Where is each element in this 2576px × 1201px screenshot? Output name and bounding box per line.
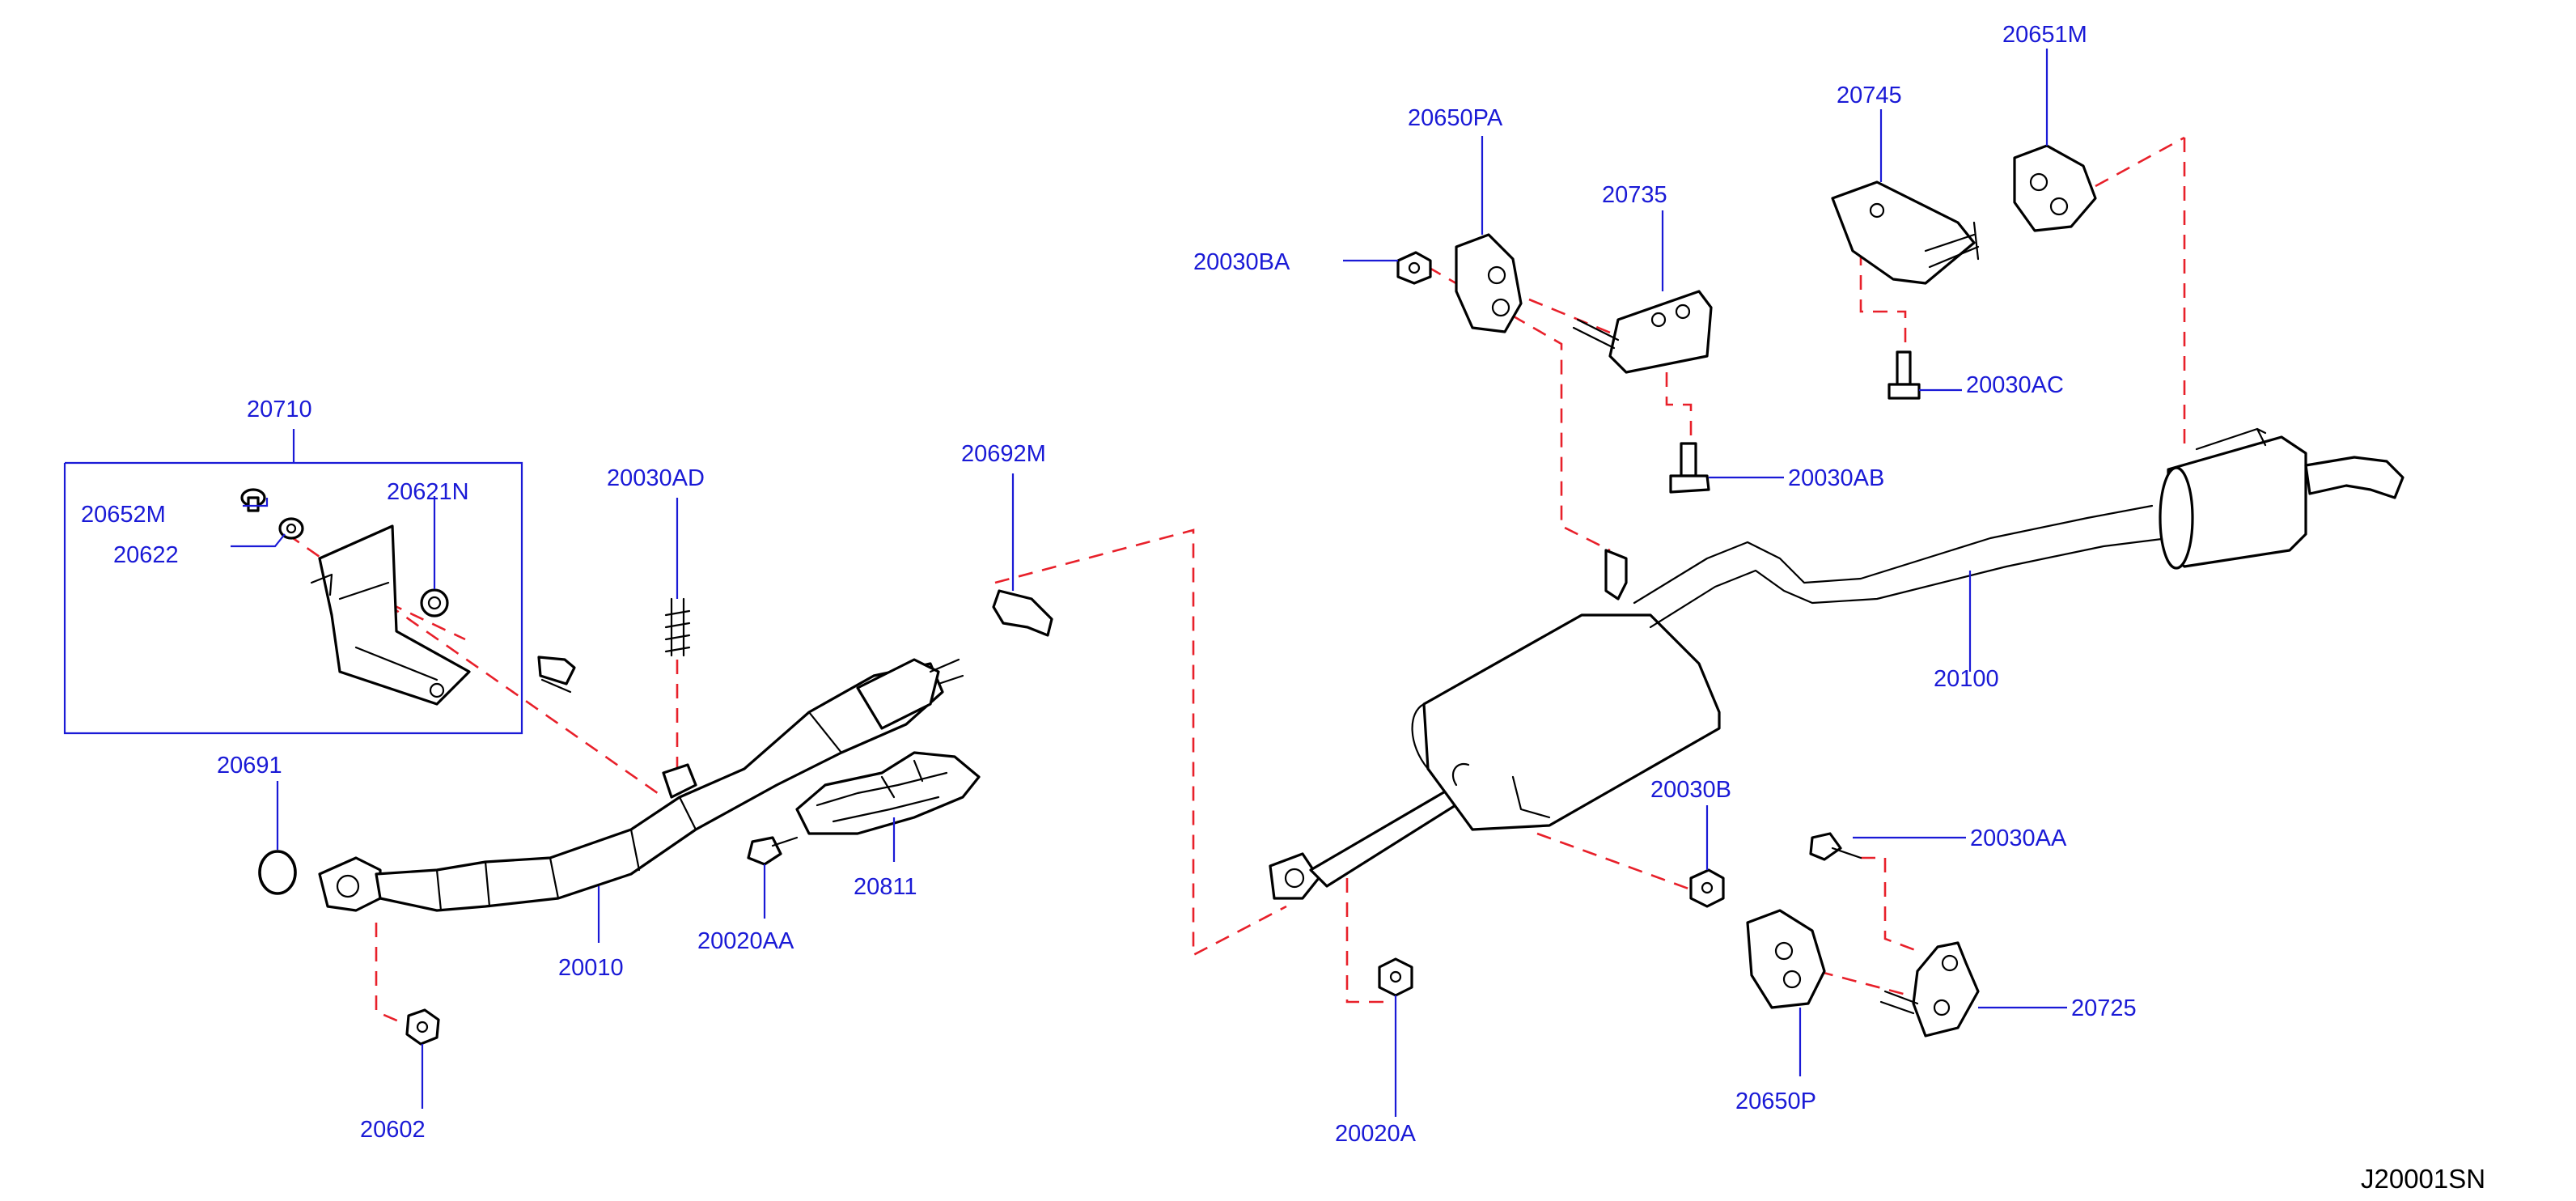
label-20030AD: 20030AD [607, 465, 705, 491]
bracket-20710 [310, 524, 471, 706]
label-20010: 20010 [558, 955, 624, 981]
stud-20030AD [664, 597, 691, 657]
label-20811: 20811 [854, 874, 917, 900]
bolt-20020AA [747, 836, 799, 866]
bolt-20030AA [1809, 832, 1862, 861]
label-20725: 20725 [2071, 995, 2137, 1021]
label-20100: 20100 [1934, 666, 1999, 692]
mount-20651M [2013, 144, 2097, 232]
bracket-20745 [1831, 180, 1980, 285]
mount-20650P [1746, 909, 1826, 1009]
label-20030AB: 20030AB [1788, 465, 1884, 491]
label-20650P: 20650P [1735, 1089, 1816, 1114]
label-20622: 20622 [113, 542, 179, 568]
label-20650PA: 20650PA [1408, 105, 1503, 131]
label-20745: 20745 [1837, 83, 1902, 108]
bolt-frame [537, 656, 576, 694]
label-20692M: 20692M [961, 441, 1046, 467]
bolt-20030AB [1669, 442, 1710, 494]
bracket-20725 [1879, 941, 1980, 1038]
bolt-20652M [240, 488, 266, 512]
nut-20020A [1378, 957, 1413, 997]
label-20030AA-right: 20030AA [1970, 825, 2067, 851]
diagram-reference-code: J20001SN [2361, 1164, 2485, 1194]
label-20691: 20691 [217, 753, 282, 779]
label-20651M: 20651M [2002, 22, 2087, 48]
label-20030BA: 20030BA [1193, 249, 1290, 275]
heat-shield-20811 [795, 751, 981, 835]
callout-labels: 20710 20652M 20622 20621N 20030AD 20692M… [81, 22, 2137, 1147]
label-20652M: 20652M [81, 502, 166, 528]
oring-20691 [258, 850, 297, 895]
label-20735: 20735 [1602, 182, 1667, 208]
label-20710: 20710 [247, 397, 312, 422]
nut-20030B [1689, 868, 1725, 908]
nut-20602 [405, 1008, 440, 1046]
label-20030AC: 20030AC [1966, 372, 2064, 398]
gasket-20692M [992, 589, 1053, 637]
bracket-assembly-frame [63, 429, 523, 735]
main-muffler-tube-20100 [1633, 427, 2404, 629]
label-20020AA-left: 20020AA [697, 928, 794, 954]
label-20621N: 20621N [387, 479, 469, 505]
bolt-20030AC [1888, 350, 1921, 400]
front-tube-20010 [318, 658, 964, 912]
center-muffler [1269, 549, 1721, 900]
label-20030B: 20030B [1650, 777, 1731, 803]
label-20602: 20602 [360, 1117, 426, 1143]
bracket-20735 [1572, 290, 1713, 374]
label-20020A: 20020A [1335, 1121, 1417, 1147]
leader-lines [231, 49, 2067, 1117]
nut-20622 [278, 517, 304, 540]
mount-20650PA [1455, 233, 1523, 333]
nut-20030BA [1396, 251, 1432, 285]
washer-20621N [420, 588, 449, 617]
